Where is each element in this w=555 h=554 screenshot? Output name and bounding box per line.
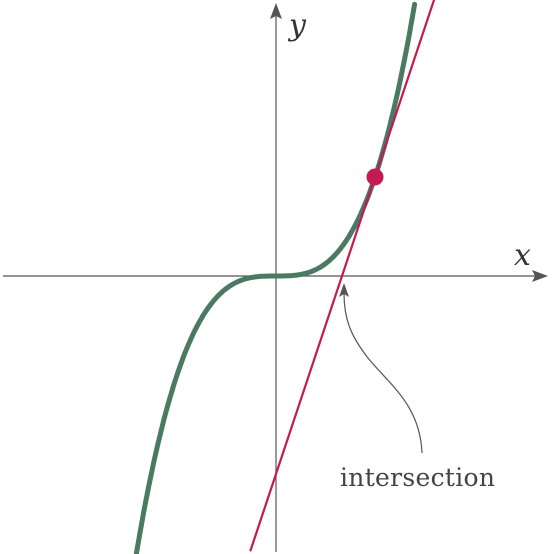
tangent-line (249, 0, 436, 552)
x-axis-arrowhead (532, 270, 548, 282)
tangent-point (366, 168, 384, 186)
y-axis-label: y (287, 8, 307, 43)
annotation-arrow (343, 292, 423, 454)
intersection-label: intersection (340, 463, 495, 492)
x-axis-label: x (514, 238, 531, 273)
annotation-arrowhead (339, 283, 349, 297)
y-axis-arrowhead (270, 3, 282, 19)
